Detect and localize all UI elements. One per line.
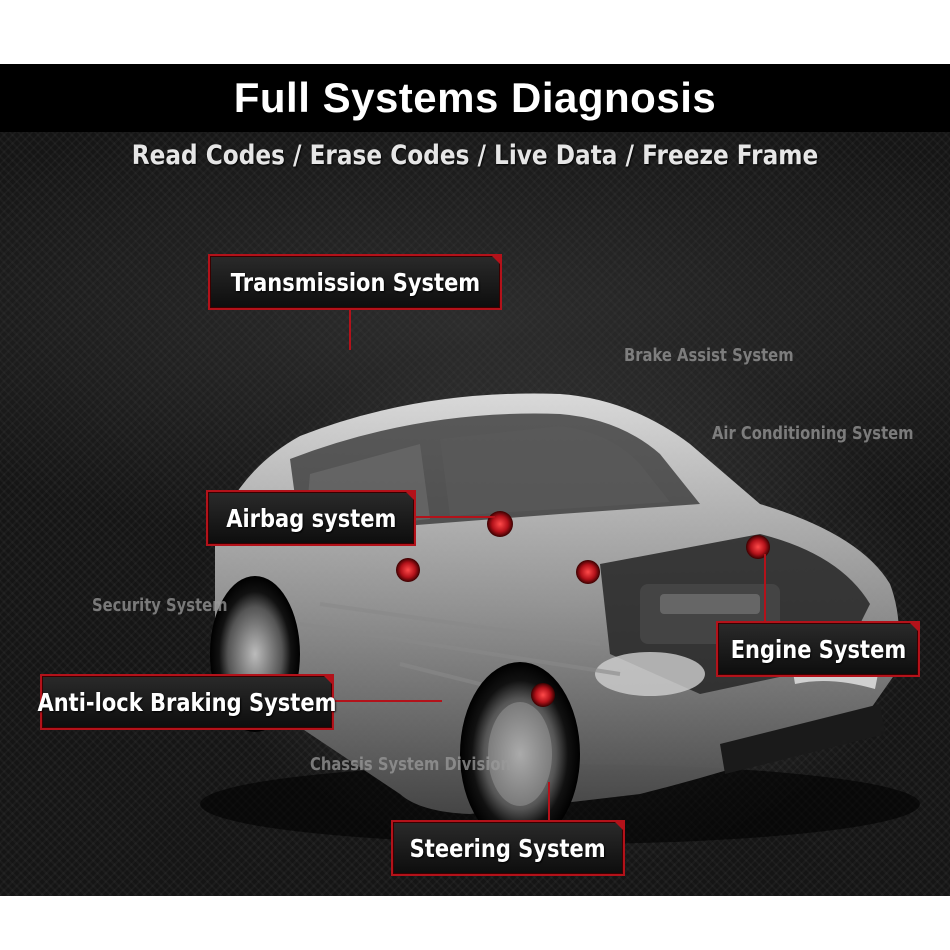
abs-system-text: Anti-lock Braking System xyxy=(37,687,337,717)
steering-system-text: Steering System xyxy=(410,833,606,863)
steering-system-label: Steering System xyxy=(391,820,625,876)
page-subtitle: Read Codes / Erase Codes / Live Data / F… xyxy=(131,140,819,171)
chassis-system-division-text: Chassis System Division xyxy=(310,754,511,775)
engine-system-label: Engine System xyxy=(716,621,920,677)
abs-system-label: Anti-lock Braking System xyxy=(37,674,337,730)
transmission-system-text: Transmission System xyxy=(230,267,480,297)
title-bar: Full Systems Diagnosis xyxy=(0,64,950,132)
steering-connector xyxy=(548,782,550,820)
engine-system-text: Engine System xyxy=(730,634,906,664)
engine-connector xyxy=(764,554,766,624)
page-title: Full Systems Diagnosis xyxy=(233,74,717,121)
airbag-system-text: Airbag system xyxy=(225,503,397,533)
airbag-system-label: Airbag system xyxy=(206,490,416,546)
transmission-system-label: Transmission System xyxy=(208,254,502,310)
diagnosis-banner: Full Systems Diagnosis Read Codes / Eras… xyxy=(0,64,950,896)
brake-assist-system-text: Brake Assist System xyxy=(624,345,794,366)
airbag-connector xyxy=(415,516,495,518)
air-conditioning-system-text: Air Conditioning System xyxy=(712,423,914,444)
transmission-connector xyxy=(349,308,351,350)
security-system-text: Security System xyxy=(92,595,228,616)
abs-connector xyxy=(332,700,442,702)
